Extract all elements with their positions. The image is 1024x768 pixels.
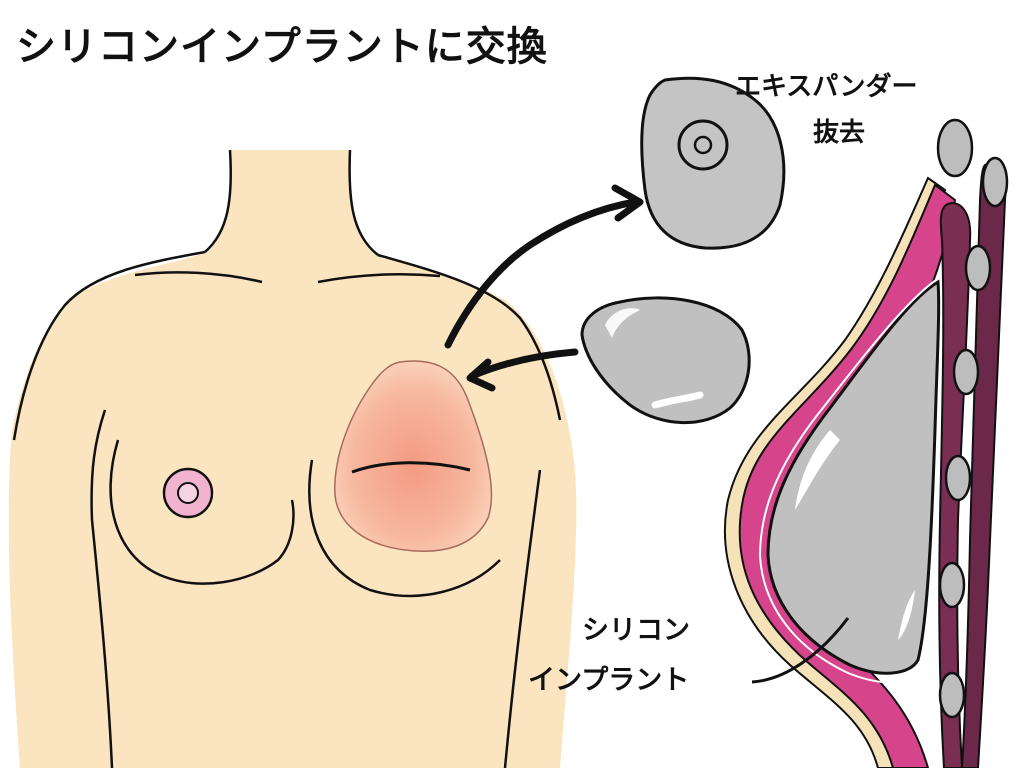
- torso-skin-fill: [8, 150, 577, 768]
- incision-line: [351, 461, 471, 474]
- reconstructed-breast-area: [334, 360, 493, 552]
- implant-highlight-bottom: [651, 391, 704, 409]
- right-shoulder-outline: [377, 253, 562, 421]
- arrow-insertion-head: [466, 358, 496, 392]
- implant-highlight-left: [795, 430, 840, 510]
- rib-6: [938, 561, 966, 609]
- left-arm-inner-line: [90, 409, 107, 521]
- arrow-removal: [444, 198, 639, 349]
- silicone-implant-new: [580, 296, 751, 425]
- muscle-layer-back: [960, 162, 1007, 768]
- rib-5: [944, 454, 972, 502]
- rib-3: [964, 244, 992, 292]
- implant-cross-section-outline: [758, 275, 943, 684]
- silicone-implant-shape: [580, 296, 751, 425]
- reconstructed-breast-shape: [334, 360, 493, 552]
- cross-section-side-view: [724, 118, 1009, 768]
- implant-pointer-line: [751, 617, 850, 684]
- expander-port-inner: [693, 135, 713, 155]
- implant-highlight-top: [605, 308, 640, 338]
- rib-1: [936, 118, 974, 178]
- label-expander-removal-line2: 抜去: [813, 118, 866, 148]
- left-breast-outline: [109, 439, 295, 585]
- arrow-removal-head: [611, 184, 644, 222]
- right-side-outline: [503, 469, 542, 768]
- neck-left-outline: [204, 149, 233, 253]
- torso-front-view: [8, 149, 577, 768]
- label-expander-removal-line1: エキスパンダー: [735, 72, 918, 102]
- rib-2: [981, 156, 1009, 208]
- label-implant-line1: シリコン: [582, 615, 690, 646]
- right-clavicle: [317, 272, 441, 284]
- implant-cross-section: [766, 279, 941, 675]
- implant-highlight-right: [898, 590, 915, 640]
- left-nipple: [177, 482, 199, 504]
- page-title: シリコンインプラントに交換: [16, 24, 548, 70]
- rib-7: [938, 671, 966, 719]
- left-clavicle: [134, 271, 263, 284]
- neck-right-outline: [348, 149, 379, 256]
- left-shoulder-outline: [12, 250, 206, 441]
- tissue-expander-removed: [640, 76, 786, 250]
- label-implant-line2: インプラント: [528, 665, 690, 696]
- left-side-outline: [90, 519, 114, 768]
- right-breast-outline: [308, 459, 501, 598]
- rib-4: [952, 348, 980, 396]
- arrows: [444, 184, 644, 392]
- arrow-insertion: [468, 348, 579, 380]
